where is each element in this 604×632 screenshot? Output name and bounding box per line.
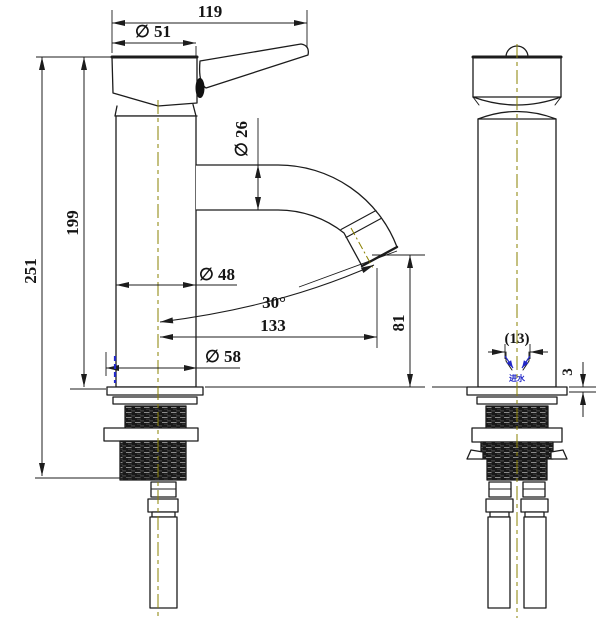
dim-body-diameter-label: ∅ 48: [199, 265, 235, 284]
hose-fitting: [150, 481, 177, 498]
dim-spout-reach-label: 133: [260, 316, 286, 335]
dim-overall-height-label: 251: [21, 258, 40, 284]
dim-base-diameter-label: ∅ 58: [205, 347, 241, 366]
spout: [195, 164, 398, 267]
blue-annotations: [113, 355, 531, 383]
supply-hose: [149, 516, 178, 609]
spout-outlet-face: [360, 245, 399, 268]
dim-top-width-label: 119: [198, 2, 223, 21]
thread-lower: [119, 440, 187, 481]
inlet-note-label: 进水: [509, 373, 526, 383]
hose-left: [485, 481, 514, 609]
aerator-joint-lines: [340, 209, 382, 239]
hose-collar: [147, 498, 179, 513]
dim-cap-diameter-label: ∅ 51: [135, 22, 171, 41]
cap-skirt-corners: [472, 96, 562, 106]
dimension-labels: 119 ∅ 51 199 251 ∅ 26 ∅ 48 30° 133 81 ∅ …: [21, 2, 576, 383]
dim-inlet-offset-label: (13): [505, 331, 530, 347]
dim-spout-diameter-label: ∅ 26: [232, 121, 251, 157]
base-washer: [112, 396, 198, 405]
front-view: [103, 43, 399, 609]
thread-upper: [124, 405, 187, 429]
dim-spout-angle-label: 30°: [262, 293, 286, 312]
body-shoulder-curve: [477, 110, 557, 120]
dim-spout-angle-arc: [159, 264, 375, 324]
blue-inlet-arrow-left: [504, 355, 514, 369]
hose-right: [520, 481, 549, 609]
hose-neck: [151, 511, 176, 518]
dimension-lines: [39, 20, 586, 476]
lever-pivot: [195, 78, 205, 98]
dim-plate-thickness-label: 3: [560, 368, 576, 376]
blue-inlet-arrow-right: [521, 355, 531, 369]
dim-deck-height-label: 199: [63, 210, 82, 236]
dimensions: [35, 10, 596, 479]
faucet-body: [115, 115, 197, 388]
wing-washer: [466, 449, 568, 460]
handle-lever: [198, 43, 309, 89]
dim-outlet-height-label: 81: [389, 315, 408, 332]
base-plate: [106, 386, 204, 396]
mounting-nut: [103, 427, 199, 442]
